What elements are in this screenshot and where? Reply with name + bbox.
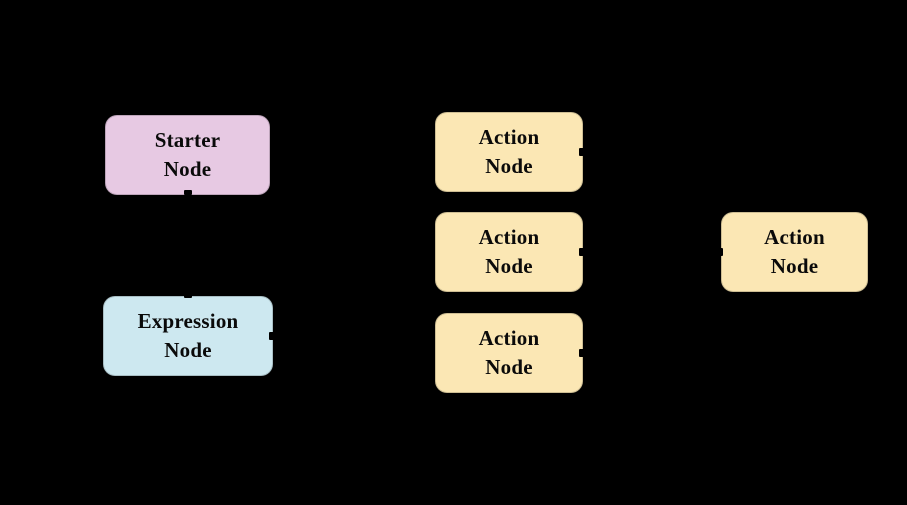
- edge-expression-to-action-3: [272, 335, 436, 354]
- connector-stub-action-1-right: [579, 148, 584, 156]
- node-label-line-2: Node: [163, 157, 212, 181]
- connector-stub-action-3-right: [579, 349, 584, 357]
- node-label-line-1: Expression: [137, 309, 239, 334]
- connector-stub-action-4-left: [718, 248, 723, 256]
- connector-stub-starter-bottom: [184, 190, 192, 195]
- node-action-node-2[interactable]: Action Node: [435, 212, 583, 292]
- node-label-line-1: Action: [478, 125, 540, 150]
- node-expression-node[interactable]: Expression Node: [103, 296, 273, 376]
- node-label-line-2: Node: [485, 254, 533, 278]
- node-label-line-1: Action: [478, 225, 540, 250]
- node-label-line-2: Node: [485, 355, 533, 379]
- edge-expression-to-action-1: [272, 151, 436, 337]
- edge-expression-to-action-2: [272, 251, 436, 337]
- node-action-node-1[interactable]: Action Node: [435, 112, 583, 192]
- node-action-node-3[interactable]: Action Node: [435, 313, 583, 393]
- node-label-line-1: Starter: [154, 128, 221, 153]
- connector-stub-expression-right: [269, 332, 274, 340]
- node-label-line-1: Action: [478, 326, 540, 351]
- node-action-node-4[interactable]: Action Node: [721, 212, 868, 292]
- node-label-line-2: Node: [485, 154, 533, 178]
- node-label-line-1: Action: [764, 225, 825, 250]
- node-label-line-2: Node: [164, 338, 212, 362]
- connector-stub-expression-top: [184, 294, 192, 298]
- connector-stub-action-2-right: [579, 248, 584, 256]
- node-label-line-2: Node: [770, 254, 819, 278]
- node-starter-node[interactable]: Starter Node: [105, 115, 270, 195]
